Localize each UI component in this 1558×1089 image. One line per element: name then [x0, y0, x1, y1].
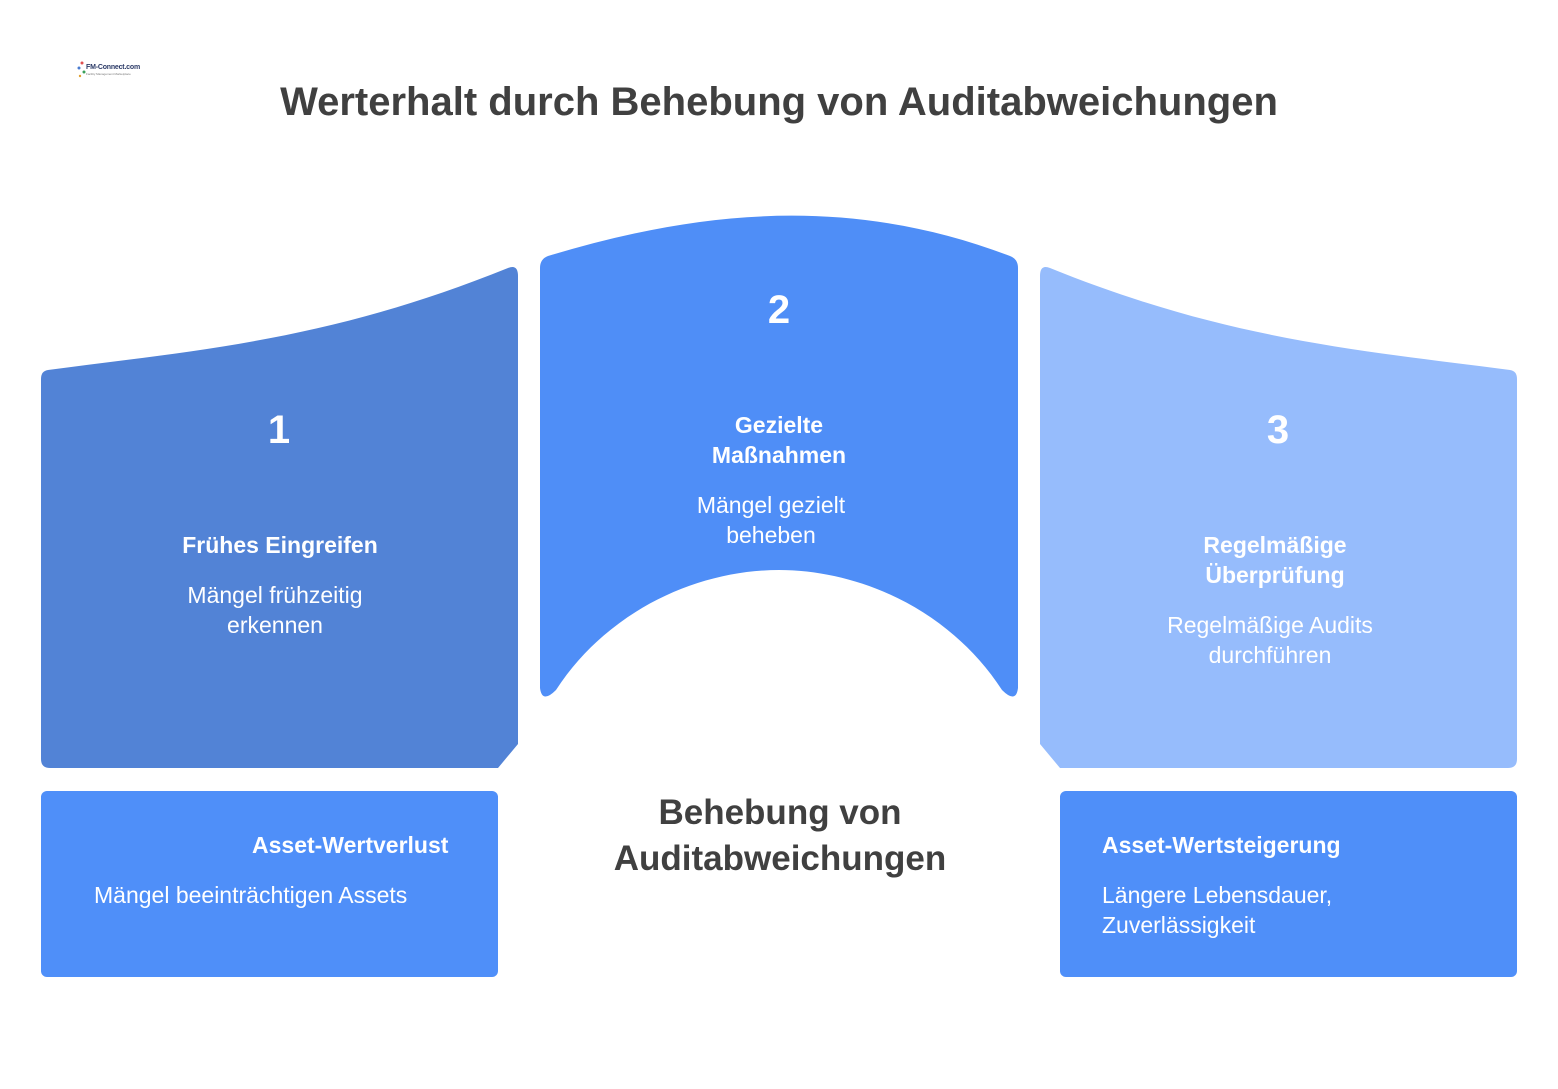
- outcome-box-loss: Asset-Wertverlust Mängel beeinträchtigen…: [41, 791, 498, 977]
- outcome-box-gain: Asset-Wertsteigerung Längere Lebensdauer…: [1060, 791, 1517, 977]
- outcome-gain-description: Längere Lebensdauer, Zuverlässigkeit: [1102, 882, 1333, 938]
- step-3-description: Regelmäßige Audits durchführen: [1167, 612, 1373, 668]
- center-label: Behebung von Auditabweichungen: [613, 793, 947, 878]
- step-3-number: 3: [1266, 408, 1290, 452]
- logo-tagline: Facility Management Marketplace: [86, 72, 131, 76]
- step-3-shape: [1040, 267, 1517, 768]
- page-title: Werterhalt durch Behebung von Auditabwei…: [280, 80, 1278, 124]
- step-2-number: 2: [767, 288, 791, 332]
- step-1-number: 1: [267, 408, 291, 452]
- step-1-heading: Frühes Eingreifen: [182, 532, 378, 558]
- outcome-loss-heading: Asset-Wertverlust: [252, 832, 449, 858]
- step-2-heading: Gezielte Maßnahmen: [711, 412, 847, 468]
- outcome-loss-description: Mängel beeinträchtigen Assets: [94, 882, 408, 908]
- logo-name: FM-Connect.com: [86, 64, 140, 71]
- brand-logo: FM-Connect.com Facility Management Marke…: [76, 58, 140, 80]
- step-2-shape: [540, 215, 1018, 697]
- step-2-description: Mängel gezielt beheben: [696, 492, 846, 548]
- step-3-heading: Regelmäßige Überprüfung: [1203, 532, 1347, 588]
- outcome-gain-heading: Asset-Wertsteigerung: [1102, 832, 1341, 858]
- logo-dots-icon: [77, 61, 86, 78]
- step-1-shape: [41, 267, 518, 768]
- step-1-description: Mängel frühzeitig erkennen: [187, 582, 363, 638]
